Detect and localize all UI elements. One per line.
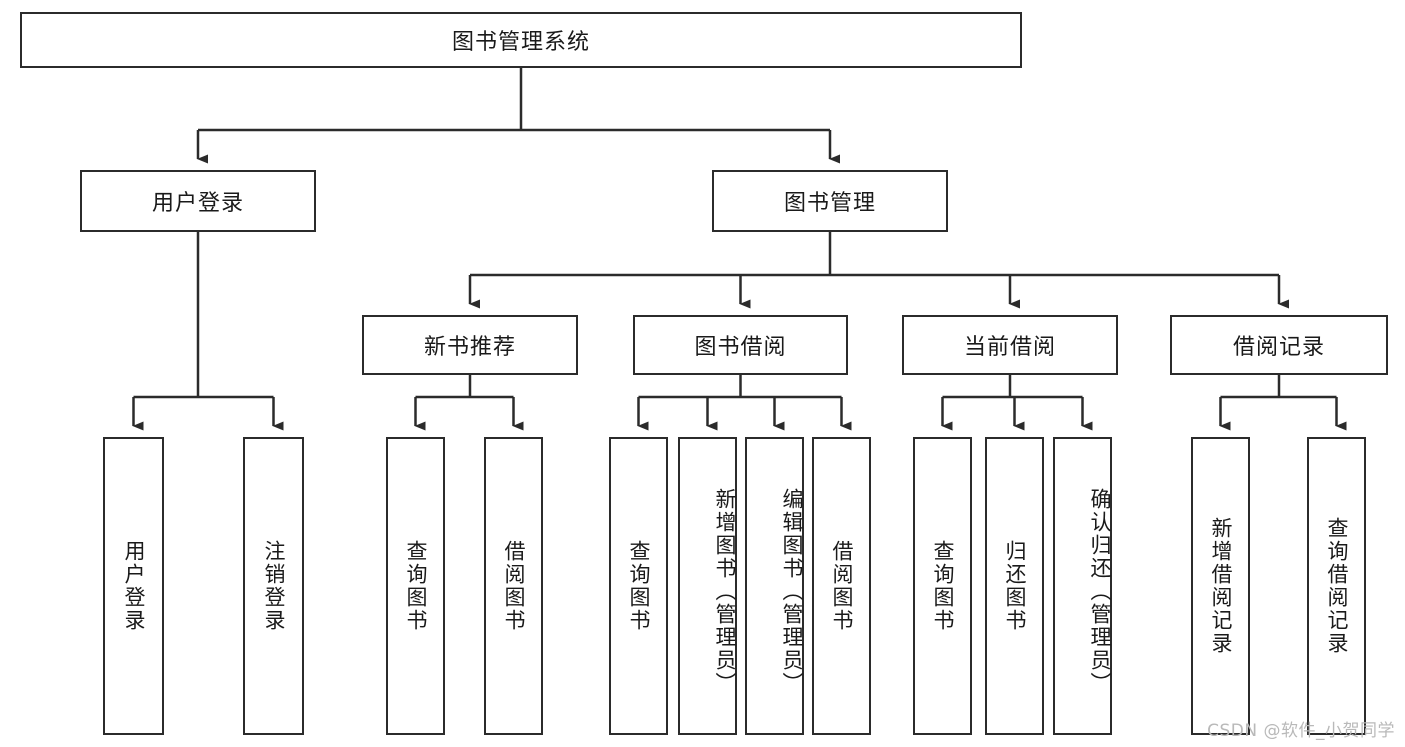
node-leaf-query-book-recommend[interactable]: 查询图书 [386, 437, 445, 735]
node-label: 借阅图书 [502, 540, 526, 632]
node-label: 借阅记录 [1232, 335, 1325, 360]
node-label: 新书推荐 [423, 335, 516, 360]
node-label: 当前借阅 [963, 335, 1056, 360]
node-label: 新增借阅记录 [1209, 517, 1233, 655]
node-leaf-query-book-current[interactable]: 查询图书 [913, 437, 972, 735]
node-label: 图书管理 [783, 191, 876, 216]
node-user-login[interactable]: 用户登录 [80, 170, 316, 232]
node-label: 用户登录 [122, 540, 146, 632]
node-leaf-add-book-admin[interactable]: 新增图书（管理员） [678, 437, 737, 735]
node-leaf-query-book-borrow[interactable]: 查询图书 [609, 437, 668, 735]
node-leaf-return-book[interactable]: 归还图书 [985, 437, 1044, 735]
node-label: 图书借阅 [694, 335, 787, 360]
node-new-book-recommend[interactable]: 新书推荐 [362, 315, 578, 375]
node-label: 查询图书 [627, 540, 651, 632]
node-leaf-borrow-book-recommend[interactable]: 借阅图书 [484, 437, 543, 735]
node-label: 查询图书 [404, 540, 428, 632]
node-leaf-borrow-book[interactable]: 借阅图书 [812, 437, 871, 735]
node-label: 新增图书（管理员） [713, 487, 737, 695]
node-label: 图书管理系统 [451, 30, 590, 55]
node-label: 用户登录 [151, 191, 244, 216]
node-leaf-edit-book-admin[interactable]: 编辑图书（管理员） [745, 437, 804, 735]
node-book-management[interactable]: 图书管理 [712, 170, 948, 232]
node-leaf-confirm-return-admin[interactable]: 确认归还（管理员） [1053, 437, 1112, 735]
node-label: 编辑图书（管理员） [780, 487, 804, 695]
node-book-borrow[interactable]: 图书借阅 [633, 315, 848, 375]
node-root[interactable]: 图书管理系统 [20, 12, 1022, 68]
node-label: 查询借阅记录 [1325, 517, 1349, 655]
node-label: 归还图书 [1003, 540, 1027, 632]
node-label: 确认归还（管理员） [1088, 487, 1112, 695]
node-leaf-logout-login[interactable]: 注销登录 [243, 437, 304, 735]
node-current-borrow[interactable]: 当前借阅 [902, 315, 1118, 375]
node-label: 借阅图书 [830, 540, 854, 632]
node-leaf-query-borrow-record[interactable]: 查询借阅记录 [1307, 437, 1366, 735]
node-leaf-add-borrow-record[interactable]: 新增借阅记录 [1191, 437, 1250, 735]
node-leaf-user-login[interactable]: 用户登录 [103, 437, 164, 735]
node-label: 注销登录 [262, 540, 286, 632]
node-borrow-record[interactable]: 借阅记录 [1170, 315, 1388, 375]
node-label: 查询图书 [931, 540, 955, 632]
